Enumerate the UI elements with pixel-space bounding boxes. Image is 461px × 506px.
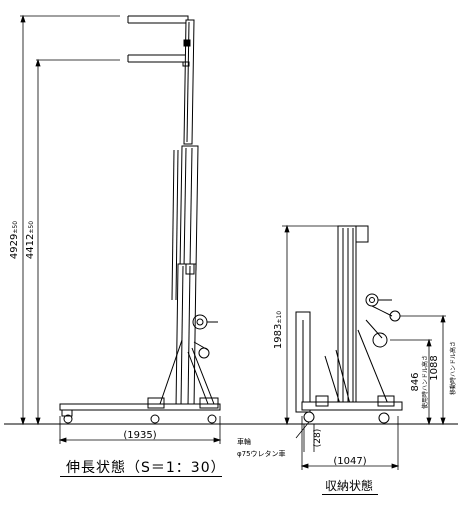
stored-caption-underline xyxy=(322,494,378,495)
extended-lift xyxy=(59,15,221,424)
stored-handle-use-value: 846 xyxy=(410,372,421,391)
extended-caption: 伸長状態（S＝1：30） xyxy=(66,460,226,476)
extended-height-rail: 4412±50 xyxy=(25,221,36,259)
stored-dimensions xyxy=(282,224,446,470)
stored-caption: 収納状態 xyxy=(325,479,374,493)
extended-caption-underline xyxy=(60,476,222,477)
stored-wheel-spec: φ75ウレタン車 xyxy=(237,449,286,458)
stored-handle-use-label: 使用時ハンドル高さ xyxy=(421,355,429,409)
stored-handle-move-label: 移動時ハンドル高さ xyxy=(449,341,457,395)
stored-height: 1983±10 xyxy=(273,311,284,349)
stored-lift xyxy=(295,225,403,424)
stored-base-length: (1047) xyxy=(333,456,366,467)
extended-base-length: (1935) xyxy=(123,430,156,441)
extended-dimensions xyxy=(20,14,222,444)
stored-handle-move-value: 1088 xyxy=(429,355,440,380)
stored-wheel-offset: (28) xyxy=(313,429,323,447)
stored-wheel-label: 車輪 xyxy=(237,437,251,446)
extended-height-max: 4929±50 xyxy=(9,221,20,259)
